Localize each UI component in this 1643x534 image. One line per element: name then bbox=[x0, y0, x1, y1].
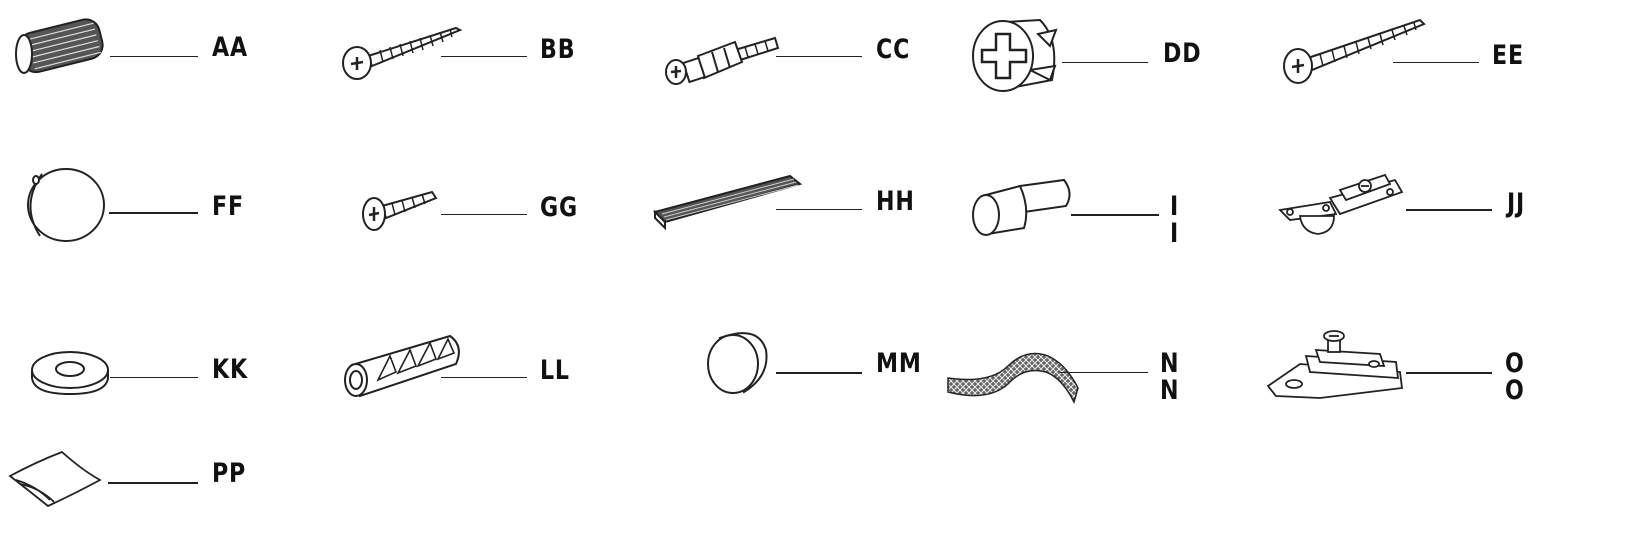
leader-line bbox=[1062, 62, 1148, 63]
part-label: KK bbox=[212, 354, 248, 385]
part-label: HH bbox=[876, 186, 915, 217]
leader-line bbox=[1406, 209, 1492, 211]
part-label: N N bbox=[1160, 348, 1180, 406]
leader-line bbox=[1393, 62, 1479, 63]
leader-line bbox=[109, 212, 198, 214]
part-label: CC bbox=[876, 34, 911, 65]
leader-line bbox=[776, 372, 862, 374]
part-label: JJ bbox=[1507, 188, 1526, 219]
leader-line bbox=[108, 482, 198, 484]
leader-line bbox=[441, 56, 527, 57]
leader-line bbox=[776, 56, 862, 57]
part-label: PP bbox=[212, 458, 247, 489]
leader-line bbox=[1071, 214, 1159, 216]
part-label: AA bbox=[212, 32, 248, 63]
part-label: O O bbox=[1505, 348, 1525, 406]
leader-line bbox=[1406, 372, 1492, 374]
part-label: DD bbox=[1163, 38, 1202, 69]
leader-line bbox=[441, 214, 527, 215]
part-label: I I bbox=[1170, 191, 1180, 249]
part-label: MM bbox=[876, 348, 922, 379]
leader-line bbox=[441, 377, 527, 378]
leader-line bbox=[110, 56, 198, 57]
part-label: LL bbox=[540, 355, 570, 386]
part-label: GG bbox=[540, 192, 578, 223]
part-label: EE bbox=[1492, 40, 1524, 71]
leader-line bbox=[1060, 372, 1148, 373]
leader-line bbox=[110, 377, 198, 378]
part-label: FF bbox=[212, 191, 244, 222]
part-label: BB bbox=[540, 34, 576, 65]
leader-line bbox=[776, 209, 862, 210]
